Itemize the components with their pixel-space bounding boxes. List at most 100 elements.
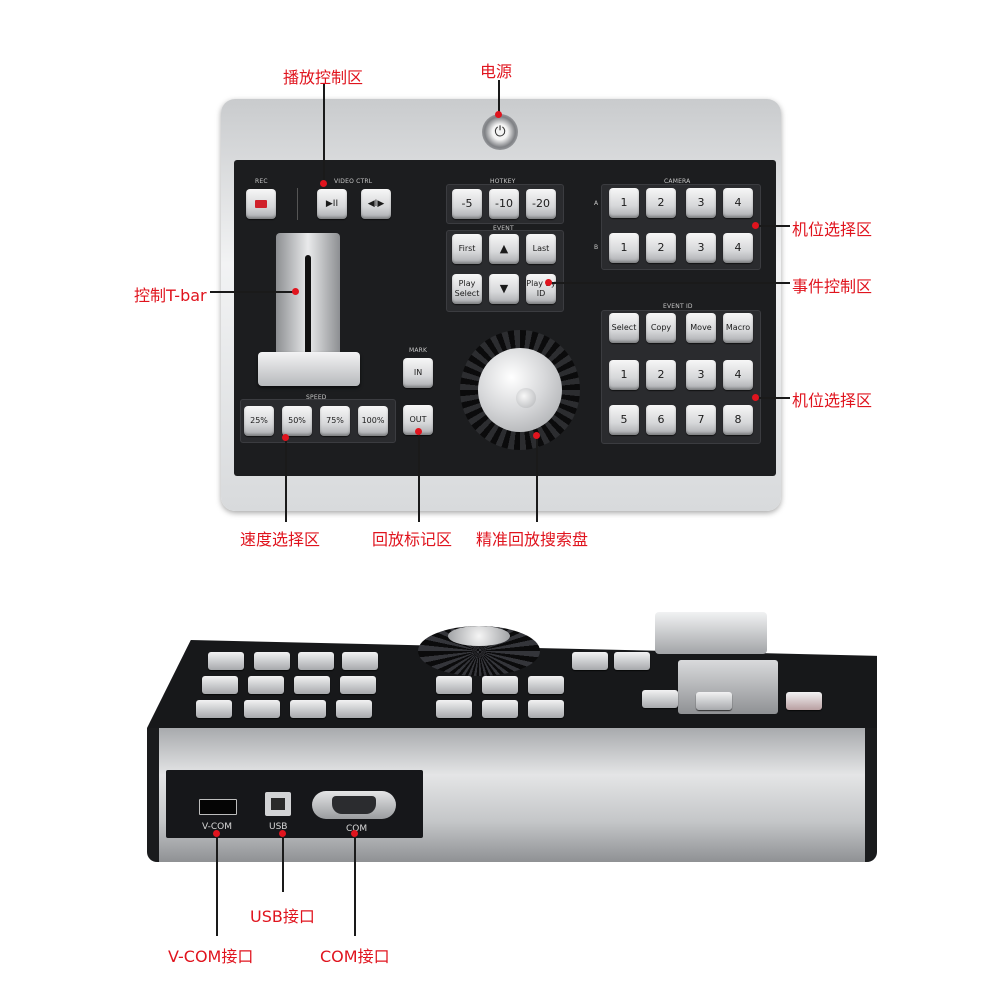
speed-25-button[interactable]: 25%	[244, 406, 274, 436]
leader-line	[756, 225, 790, 227]
rear-key	[290, 700, 326, 718]
event-id-7[interactable]: 7	[686, 405, 716, 435]
camera-a-2[interactable]: 2	[646, 188, 676, 218]
vcom-usb-port[interactable]	[199, 799, 237, 815]
rear-key	[196, 700, 232, 718]
camera-row-a-label: A	[594, 200, 599, 207]
rear-key	[336, 700, 372, 718]
db9-connector-icon	[332, 796, 376, 814]
rear-jog-center	[448, 626, 510, 646]
hotkey-label: HOTKEY	[490, 178, 516, 185]
com-serial-port[interactable]	[312, 791, 396, 819]
event-down-button[interactable]: ▼	[489, 274, 519, 304]
callout-speed-select: 速度选择区	[240, 530, 321, 549]
leader-dot	[213, 830, 220, 837]
usb-b-port[interactable]	[265, 792, 291, 816]
event-id-label: EVENT ID	[663, 303, 693, 310]
play-select-button[interactable]: Play Select	[452, 274, 482, 304]
callout-camera-select-2: 机位选择区	[792, 391, 873, 410]
speed-50-button[interactable]: 50%	[282, 406, 312, 436]
callout-power: 电源	[480, 62, 513, 81]
rear-key	[244, 700, 280, 718]
video-ctrl-label: VIDEO CTRL	[334, 178, 373, 185]
speed-100-button[interactable]: 100%	[358, 406, 388, 436]
callout-com-port: COM接口	[320, 947, 390, 966]
event-id-copy-button[interactable]: Copy	[646, 313, 676, 343]
callout-playback-control: 播放控制区	[283, 68, 364, 87]
leader-line	[756, 397, 790, 399]
rear-key	[528, 700, 564, 718]
callout-event-control: 事件控制区	[792, 277, 873, 296]
rear-key	[202, 676, 238, 694]
callout-jog-dial: 精准回放搜索盘	[476, 530, 589, 549]
leader-line	[498, 80, 500, 116]
callout-replay-mark: 回放标记区	[372, 530, 453, 549]
event-id-1[interactable]: 1	[609, 360, 639, 390]
jog-dial-finger-dimple	[516, 388, 536, 408]
play-by-id-button[interactable]: Play By ID	[526, 274, 556, 304]
leader-dot	[282, 434, 289, 441]
event-id-4[interactable]: 4	[723, 360, 753, 390]
event-id-8[interactable]: 8	[723, 405, 753, 435]
event-id-select-button[interactable]: Select	[609, 313, 639, 343]
leader-dot	[415, 428, 422, 435]
power-button[interactable]: ⏻	[482, 114, 518, 150]
camera-a-1[interactable]: 1	[609, 188, 639, 218]
leader-line	[216, 832, 218, 936]
event-label: EVENT	[493, 225, 514, 232]
event-last-button[interactable]: Last	[526, 234, 556, 264]
event-id-move-button[interactable]: Move	[686, 313, 716, 343]
event-id-3[interactable]: 3	[686, 360, 716, 390]
camera-b-3[interactable]: 3	[686, 233, 716, 263]
rear-key	[614, 652, 650, 670]
vcom-port-label: V-COM	[202, 822, 233, 832]
mark-in-button[interactable]: IN	[403, 358, 433, 388]
leader-dot	[320, 180, 327, 187]
hotkey-minus-5[interactable]: -5	[452, 189, 482, 219]
camera-a-4[interactable]: 4	[723, 188, 753, 218]
rear-key	[340, 676, 376, 694]
rear-key	[298, 652, 334, 670]
rec-button[interactable]	[246, 189, 276, 219]
rear-key	[294, 676, 330, 694]
leader-line	[354, 832, 356, 936]
rear-side-right	[865, 728, 877, 862]
leader-line	[418, 432, 420, 522]
event-id-2[interactable]: 2	[646, 360, 676, 390]
rec-led-icon	[255, 200, 267, 208]
tbar-handle[interactable]	[258, 352, 360, 386]
leader-dot	[292, 288, 299, 295]
usb-port-label: USB	[269, 822, 288, 832]
play-pause-button[interactable]: ▶II	[317, 189, 347, 219]
com-port-label: COM	[346, 824, 368, 834]
leader-dot	[545, 279, 552, 286]
camera-b-2[interactable]: 2	[646, 233, 676, 263]
rec-label: REC	[255, 178, 268, 185]
divider	[297, 188, 298, 220]
hotkey-minus-20[interactable]: -20	[526, 189, 556, 219]
leader-line	[549, 282, 790, 284]
callout-camera-select-1: 机位选择区	[792, 220, 873, 239]
tbar-groove	[305, 255, 311, 375]
camera-b-1[interactable]: 1	[609, 233, 639, 263]
frame-step-button[interactable]: ◀I▶	[361, 189, 391, 219]
event-up-button[interactable]: ▲	[489, 234, 519, 264]
leader-dot	[351, 830, 358, 837]
speed-75-button[interactable]: 75%	[320, 406, 350, 436]
camera-a-3[interactable]: 3	[686, 188, 716, 218]
rear-key	[254, 652, 290, 670]
callout-tbar: 控制T-bar	[134, 286, 207, 305]
leader-line	[536, 436, 538, 522]
camera-row-b-label: B	[594, 244, 599, 251]
leader-dot	[752, 222, 759, 229]
event-id-6[interactable]: 6	[646, 405, 676, 435]
rear-key	[482, 676, 518, 694]
event-first-button[interactable]: First	[452, 234, 482, 264]
camera-b-4[interactable]: 4	[723, 233, 753, 263]
hotkey-minus-10[interactable]: -10	[489, 189, 519, 219]
leader-dot	[495, 111, 502, 118]
rear-key	[436, 676, 472, 694]
event-id-5[interactable]: 5	[609, 405, 639, 435]
rear-key	[436, 700, 472, 718]
event-id-macro-button[interactable]: Macro	[723, 313, 753, 343]
